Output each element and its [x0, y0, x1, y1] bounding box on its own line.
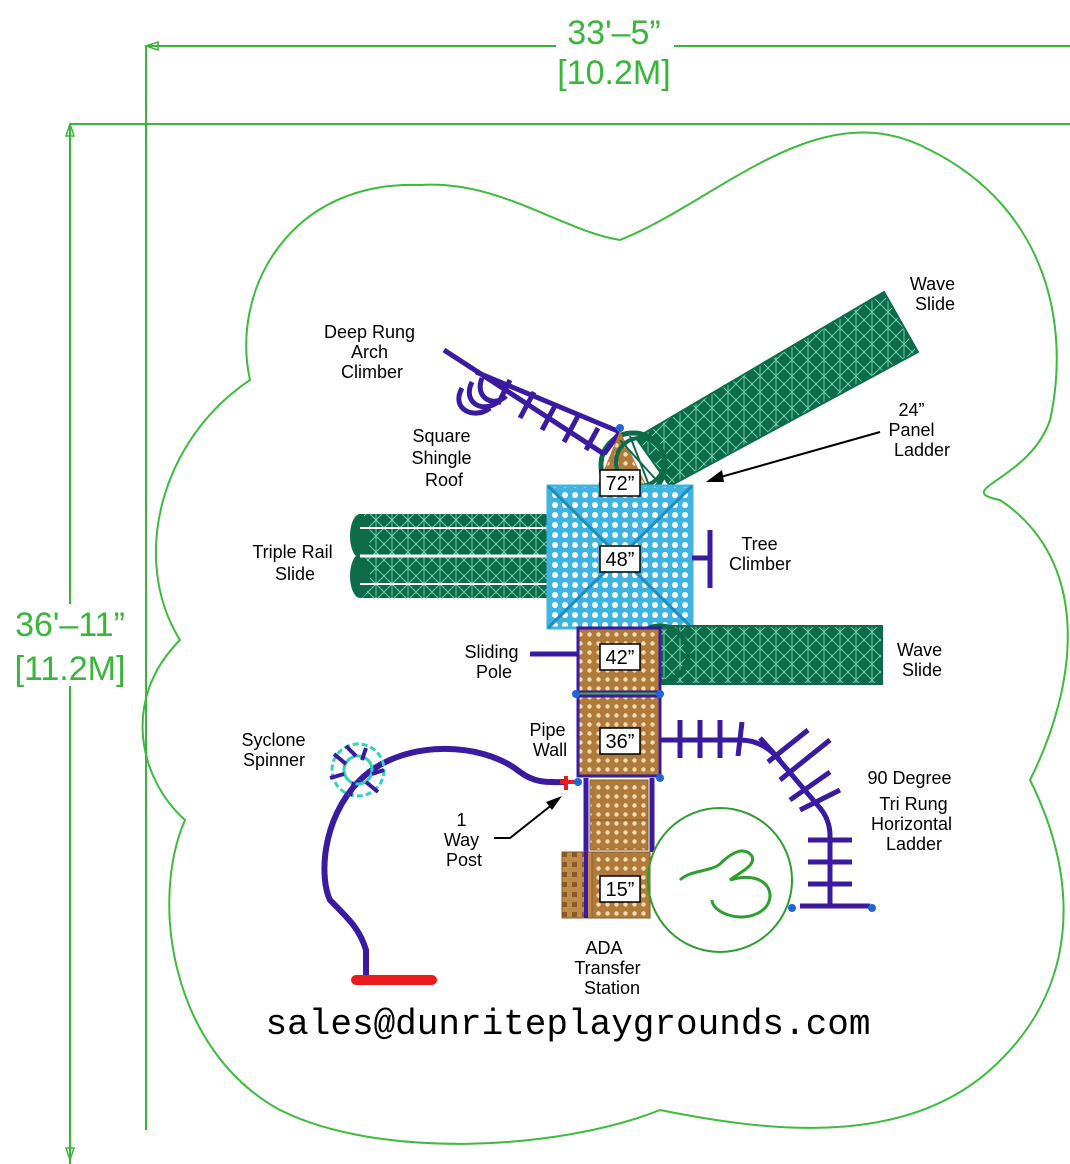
square-shingle-roof — [546, 484, 694, 630]
depth-meters-text: [11.2M] — [15, 650, 126, 688]
deep-rung-arch-climber — [442, 347, 623, 457]
ada-wheelchair-symbol — [647, 807, 793, 953]
label-syclone-spinner: Syclone Spinner — [241, 730, 310, 770]
use-zone-border — [141, 131, 1069, 1145]
depth-feet-text: 36'–11” — [15, 606, 125, 644]
height-15: 15” — [606, 879, 635, 901]
post-cap — [616, 424, 624, 432]
label-wave-slide-top: Wave Slide — [910, 274, 960, 314]
label-one-way-post: 1 Way Post — [444, 810, 484, 870]
height-72: 72” — [606, 473, 635, 495]
label-square-shingle-roof: Square Shingle Roof — [411, 426, 476, 490]
width-feet-text: 33'–5” — [567, 14, 660, 52]
wave-slide-mid — [629, 623, 883, 685]
horizontal-ladder — [660, 720, 870, 909]
height-badges: 72” 48” 42” 36” 15” — [599, 469, 641, 903]
label-horizontal-ladder: 90 Degree Tri Rung Horizontal Ladder — [867, 768, 957, 854]
height-48: 48” — [606, 549, 635, 571]
label-sliding-pole: Sliding Pole — [464, 642, 523, 682]
contact-email: sales@dunriteplaygrounds.com — [266, 1004, 871, 1045]
triple-rail-slide — [350, 514, 552, 598]
label-panel-ladder: 24” Panel Ladder — [888, 400, 950, 460]
width-dimension: 33'–5” [10.2M] — [143, 14, 1070, 1130]
label-triple-rail-slide: Triple Rail Slide — [252, 542, 337, 584]
depth-dimension: 36'–11” [11.2M] — [8, 121, 1070, 1164]
tree-climber — [692, 530, 713, 588]
label-ada-transfer-station: ADA Transfer Station — [574, 938, 645, 998]
one-way-post — [560, 776, 582, 790]
label-tree-climber: Tree Climber — [729, 534, 791, 574]
one-way-callout — [494, 796, 562, 839]
access-steps — [589, 779, 649, 851]
label-wave-slide-mid: Wave Slide — [897, 640, 947, 680]
panel-ladder-callout — [706, 431, 881, 482]
syclone-spinner — [321, 742, 567, 978]
label-deep-rung-climber: Deep Rung Arch Climber — [324, 322, 420, 382]
label-pipe-wall: Pipe Wall — [529, 720, 570, 760]
height-36: 36” — [606, 731, 635, 753]
height-42: 42” — [606, 647, 635, 669]
width-meters-text: [10.2M] — [557, 54, 670, 92]
